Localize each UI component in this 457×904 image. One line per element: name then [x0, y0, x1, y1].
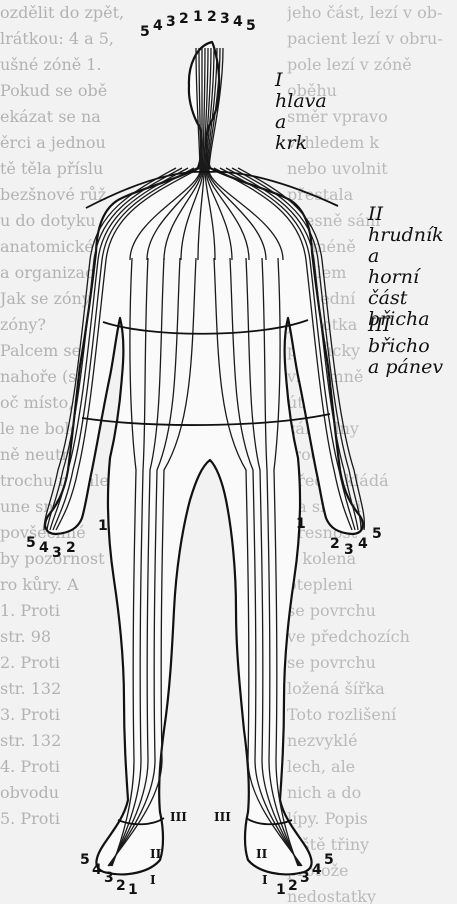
right-hand-finger-number: 3 — [344, 542, 354, 558]
left-hand-finger-number: 5 — [26, 535, 36, 551]
left-foot-finger-number: 4 — [92, 862, 102, 878]
left-foot-finger-number: 5 — [80, 852, 90, 868]
zone-text-head-1: hlava — [275, 91, 327, 112]
left-foot-mark-i: I — [150, 873, 156, 887]
zone-roman-ii: II — [368, 204, 457, 225]
zone-label-chest: II hrudník a horní část břicha — [368, 204, 457, 330]
left-hand-finger-number: 1 — [98, 518, 108, 534]
zone-label-abdomen: III břicho a pánev — [368, 315, 443, 378]
right-foot-finger-number: 5 — [324, 852, 334, 868]
zone-label-head: I hlava a krk — [275, 70, 327, 154]
left-hand-finger-number: 4 — [39, 540, 49, 556]
head-finger-number: 4 — [233, 14, 243, 30]
left-hand-finger-number: 3 — [52, 545, 62, 561]
right-hand-finger-number: 4 — [358, 536, 368, 552]
right-ankle-mark-iii: III — [214, 810, 231, 824]
right-foot-finger-number: 2 — [288, 878, 298, 894]
zone-text-head-2: a — [275, 112, 327, 133]
left-foot-finger-number: 1 — [128, 882, 138, 898]
head-finger-number: 2 — [207, 9, 217, 25]
head-finger-number: 2 — [179, 11, 189, 27]
right-hand-finger-number: 2 — [330, 536, 340, 552]
zone-text-abdomen-2: a pánev — [368, 357, 443, 378]
right-ankle-mark-ii: II — [256, 847, 268, 861]
head-finger-number: 4 — [153, 18, 163, 34]
right-hand-finger-number: 5 — [372, 526, 382, 542]
zone-roman-i: I — [275, 70, 327, 91]
right-foot-finger-number: 4 — [312, 862, 322, 878]
zone-text-chest-2: horní část — [368, 267, 457, 309]
zone-roman-iii: III — [368, 315, 443, 336]
head-finger-number: 3 — [166, 14, 176, 30]
left-hand-finger-number: 2 — [66, 540, 76, 556]
left-foot-finger-number: 3 — [104, 870, 114, 886]
zone-text-abdomen-1: břicho — [368, 336, 443, 357]
right-foot-finger-number: 1 — [276, 882, 286, 898]
head-finger-number: 5 — [140, 24, 150, 40]
zone-text-head-3: krk — [275, 133, 327, 154]
head-finger-number: 1 — [193, 9, 203, 25]
right-hand-finger-number: 1 — [296, 516, 306, 532]
left-foot-finger-number: 2 — [116, 878, 126, 894]
zone-text-chest-1: hrudník a — [368, 225, 457, 267]
left-ankle-mark-ii: II — [150, 847, 162, 861]
right-foot-finger-number: 3 — [300, 870, 310, 886]
right-foot-mark-i: I — [262, 873, 268, 887]
head-finger-number: 5 — [246, 18, 256, 34]
head-finger-number: 3 — [220, 11, 230, 27]
left-ankle-mark-iii: III — [170, 810, 187, 824]
